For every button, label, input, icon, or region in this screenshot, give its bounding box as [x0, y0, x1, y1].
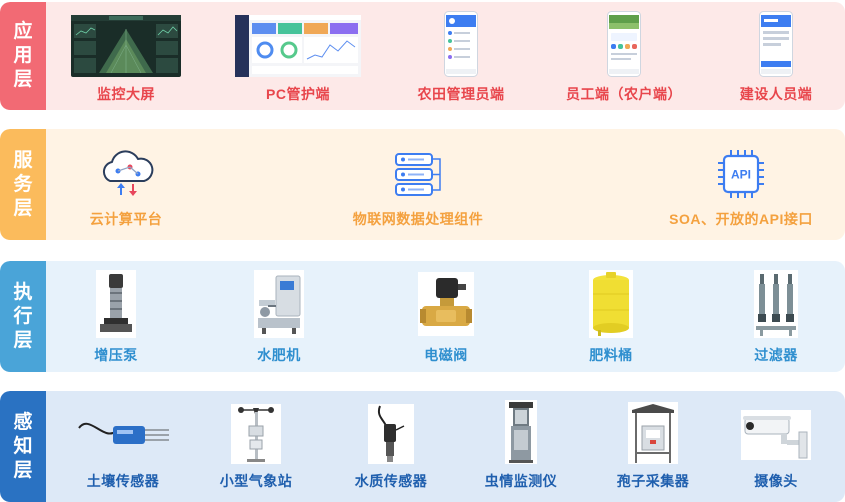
service-layer-title: 服务层: [13, 149, 33, 219]
phone-construction-thumbnail: [759, 11, 793, 77]
sense-item-label: 摄像头: [754, 473, 798, 489]
camera-image: [741, 410, 811, 460]
app-item-label: 监控大屏: [97, 86, 155, 102]
sense-item-label: 水质传感器: [354, 473, 428, 489]
service-item-label: SOA、开放的API接口: [669, 211, 813, 227]
app-item-label: PC管护端: [266, 86, 330, 102]
service-item-label: 云计算平台: [89, 211, 163, 227]
sense-item-label: 虫情监测仪: [484, 473, 558, 489]
monitor-screen-thumbnail: [71, 15, 181, 77]
application-layer-tab: 应用层: [0, 2, 46, 110]
perception-layer-tab: 感知层: [0, 391, 46, 502]
app-item-label: 农田管理员端: [417, 86, 505, 102]
pc-dashboard-thumbnail: [235, 15, 361, 77]
app-item-employee[interactable]: 员工端（农户端）: [554, 10, 694, 104]
sense-item-pest-monitor[interactable]: 虫情监测仪: [466, 399, 576, 491]
soil-sensor-image: [78, 422, 169, 444]
service-item-cloud[interactable]: 云计算平台: [71, 145, 181, 229]
service-item-api[interactable]: API SOA、开放的API接口: [651, 145, 831, 229]
sense-item-spore-collector[interactable]: 孢子采集器: [598, 401, 708, 491]
filter-image: [754, 270, 798, 338]
api-chip-text: API: [731, 168, 751, 182]
service-layer: 服务层 云计算平台: [0, 129, 845, 240]
exec-item-label: 过滤器: [754, 347, 798, 363]
exec-item-fertilizer-tank[interactable]: 肥料桶: [561, 269, 661, 365]
application-layer: 应用层: [0, 2, 845, 110]
solenoid-valve-image: [418, 272, 474, 336]
service-layer-tab: 服务层: [0, 129, 46, 240]
app-item-pc[interactable]: PC管护端: [234, 14, 362, 104]
sense-item-weather-station[interactable]: 小型气象站: [201, 403, 311, 491]
data-processing-icon: [395, 153, 441, 196]
execution-layer-title: 执行层: [13, 281, 33, 351]
weather-station-image: [231, 404, 281, 464]
app-item-label: 建设人员端: [739, 86, 813, 102]
exec-item-label: 肥料桶: [589, 347, 633, 363]
fertigation-machine-image: [254, 270, 304, 338]
sense-item-label: 小型气象站: [219, 473, 293, 489]
sense-item-soil-sensor[interactable]: 土壤传感器: [68, 403, 178, 491]
sense-item-camera[interactable]: 摄像头: [726, 405, 826, 491]
spore-collector-image: [628, 402, 678, 464]
sense-item-water-sensor[interactable]: 水质传感器: [336, 403, 446, 491]
phone-employee-thumbnail: [607, 11, 641, 77]
exec-item-label: 水肥机: [257, 347, 301, 363]
application-layer-title: 应用层: [13, 21, 33, 90]
sense-item-label: 孢子采集器: [616, 473, 690, 489]
pest-monitor-image: [505, 400, 537, 464]
fertilizer-tank-image: [589, 270, 633, 338]
service-item-iot-data[interactable]: 物联网数据处理组件: [328, 145, 508, 229]
exec-item-fertigation-machine[interactable]: 水肥机: [229, 269, 329, 365]
exec-item-label: 增压泵: [94, 347, 138, 363]
app-item-monitor-screen[interactable]: 监控大屏: [71, 14, 181, 104]
exec-item-booster-pump[interactable]: 增压泵: [66, 269, 166, 365]
app-item-construction[interactable]: 建设人员端: [721, 10, 831, 104]
api-chip-icon: API: [718, 150, 764, 198]
execution-layer: 执行层 增压泵: [0, 261, 845, 372]
perception-layer-title: 感知层: [13, 411, 33, 481]
exec-item-solenoid-valve[interactable]: 电磁阀: [396, 269, 496, 365]
execution-layer-tab: 执行层: [0, 261, 46, 372]
sense-item-label: 土壤传感器: [86, 473, 160, 489]
service-item-label: 物联网数据处理组件: [352, 211, 484, 227]
app-item-farmland-admin[interactable]: 农田管理员端: [401, 10, 521, 104]
app-item-label: 员工端（农户端）: [566, 86, 682, 102]
cloud-computing-icon: [102, 150, 154, 196]
phone-admin-thumbnail: [444, 11, 478, 77]
perception-layer: 感知层 土壤传感器: [0, 391, 845, 502]
exec-item-filter[interactable]: 过滤器: [726, 269, 826, 365]
exec-item-label: 电磁阀: [424, 347, 468, 363]
booster-pump-image: [96, 270, 136, 338]
water-quality-sensor-image: [368, 404, 414, 464]
